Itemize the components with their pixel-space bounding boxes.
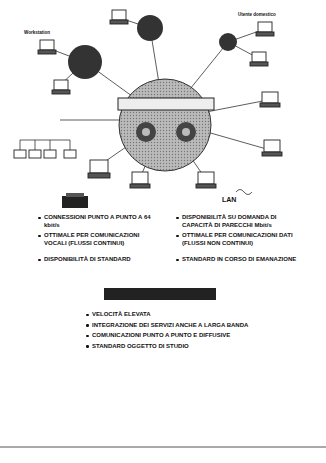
bullet-dot [176,259,179,262]
bullet-text: CONNESSIONI PUNTO A PUNTO A 64 kbit/s [44,214,154,229]
label-text: LAN [222,196,252,205]
bullet-dot [86,324,89,327]
label-text: Utente domestico [238,12,298,18]
bullet-text: OTTIMALE PER COMUNICAZIONI DATI (FLUSSI … [182,232,306,247]
bullet-dot [176,235,179,238]
bullet-dot [86,314,89,317]
bullet-dot [38,235,41,238]
bullet-text: DISPONIBILITÀ DI STANDARD [44,256,154,264]
bullet-dot [176,217,179,220]
bullet-dot [86,335,89,338]
bullet-text: STANDARD OGGETTO DI STUDIO [92,343,262,351]
label-text: Workstation [24,30,64,36]
bullet-text: INTEGRAZIONE DEI SERVIZI ANCHE A LARGA B… [92,322,262,330]
bullet-text: STANDARD IN CORSO DI EMANAZIONE [182,256,306,264]
bullet-dot [86,345,89,348]
bullet-text: COMUNICAZIONI PUNTO A PUNTO E DIFFUSIVE [92,332,262,340]
bullet-text: OTTIMALE PER COMUNICAZIONI VOCALI (FLUSS… [44,232,154,247]
bullet-dot [38,217,41,220]
bullet-text: VELOCITÀ ELEVATA [92,311,262,319]
bullet-dot [38,259,41,262]
bullet-text: DISPONIBILITÀ SU DOMANDA DI CAPACITÀ DI … [182,214,306,229]
